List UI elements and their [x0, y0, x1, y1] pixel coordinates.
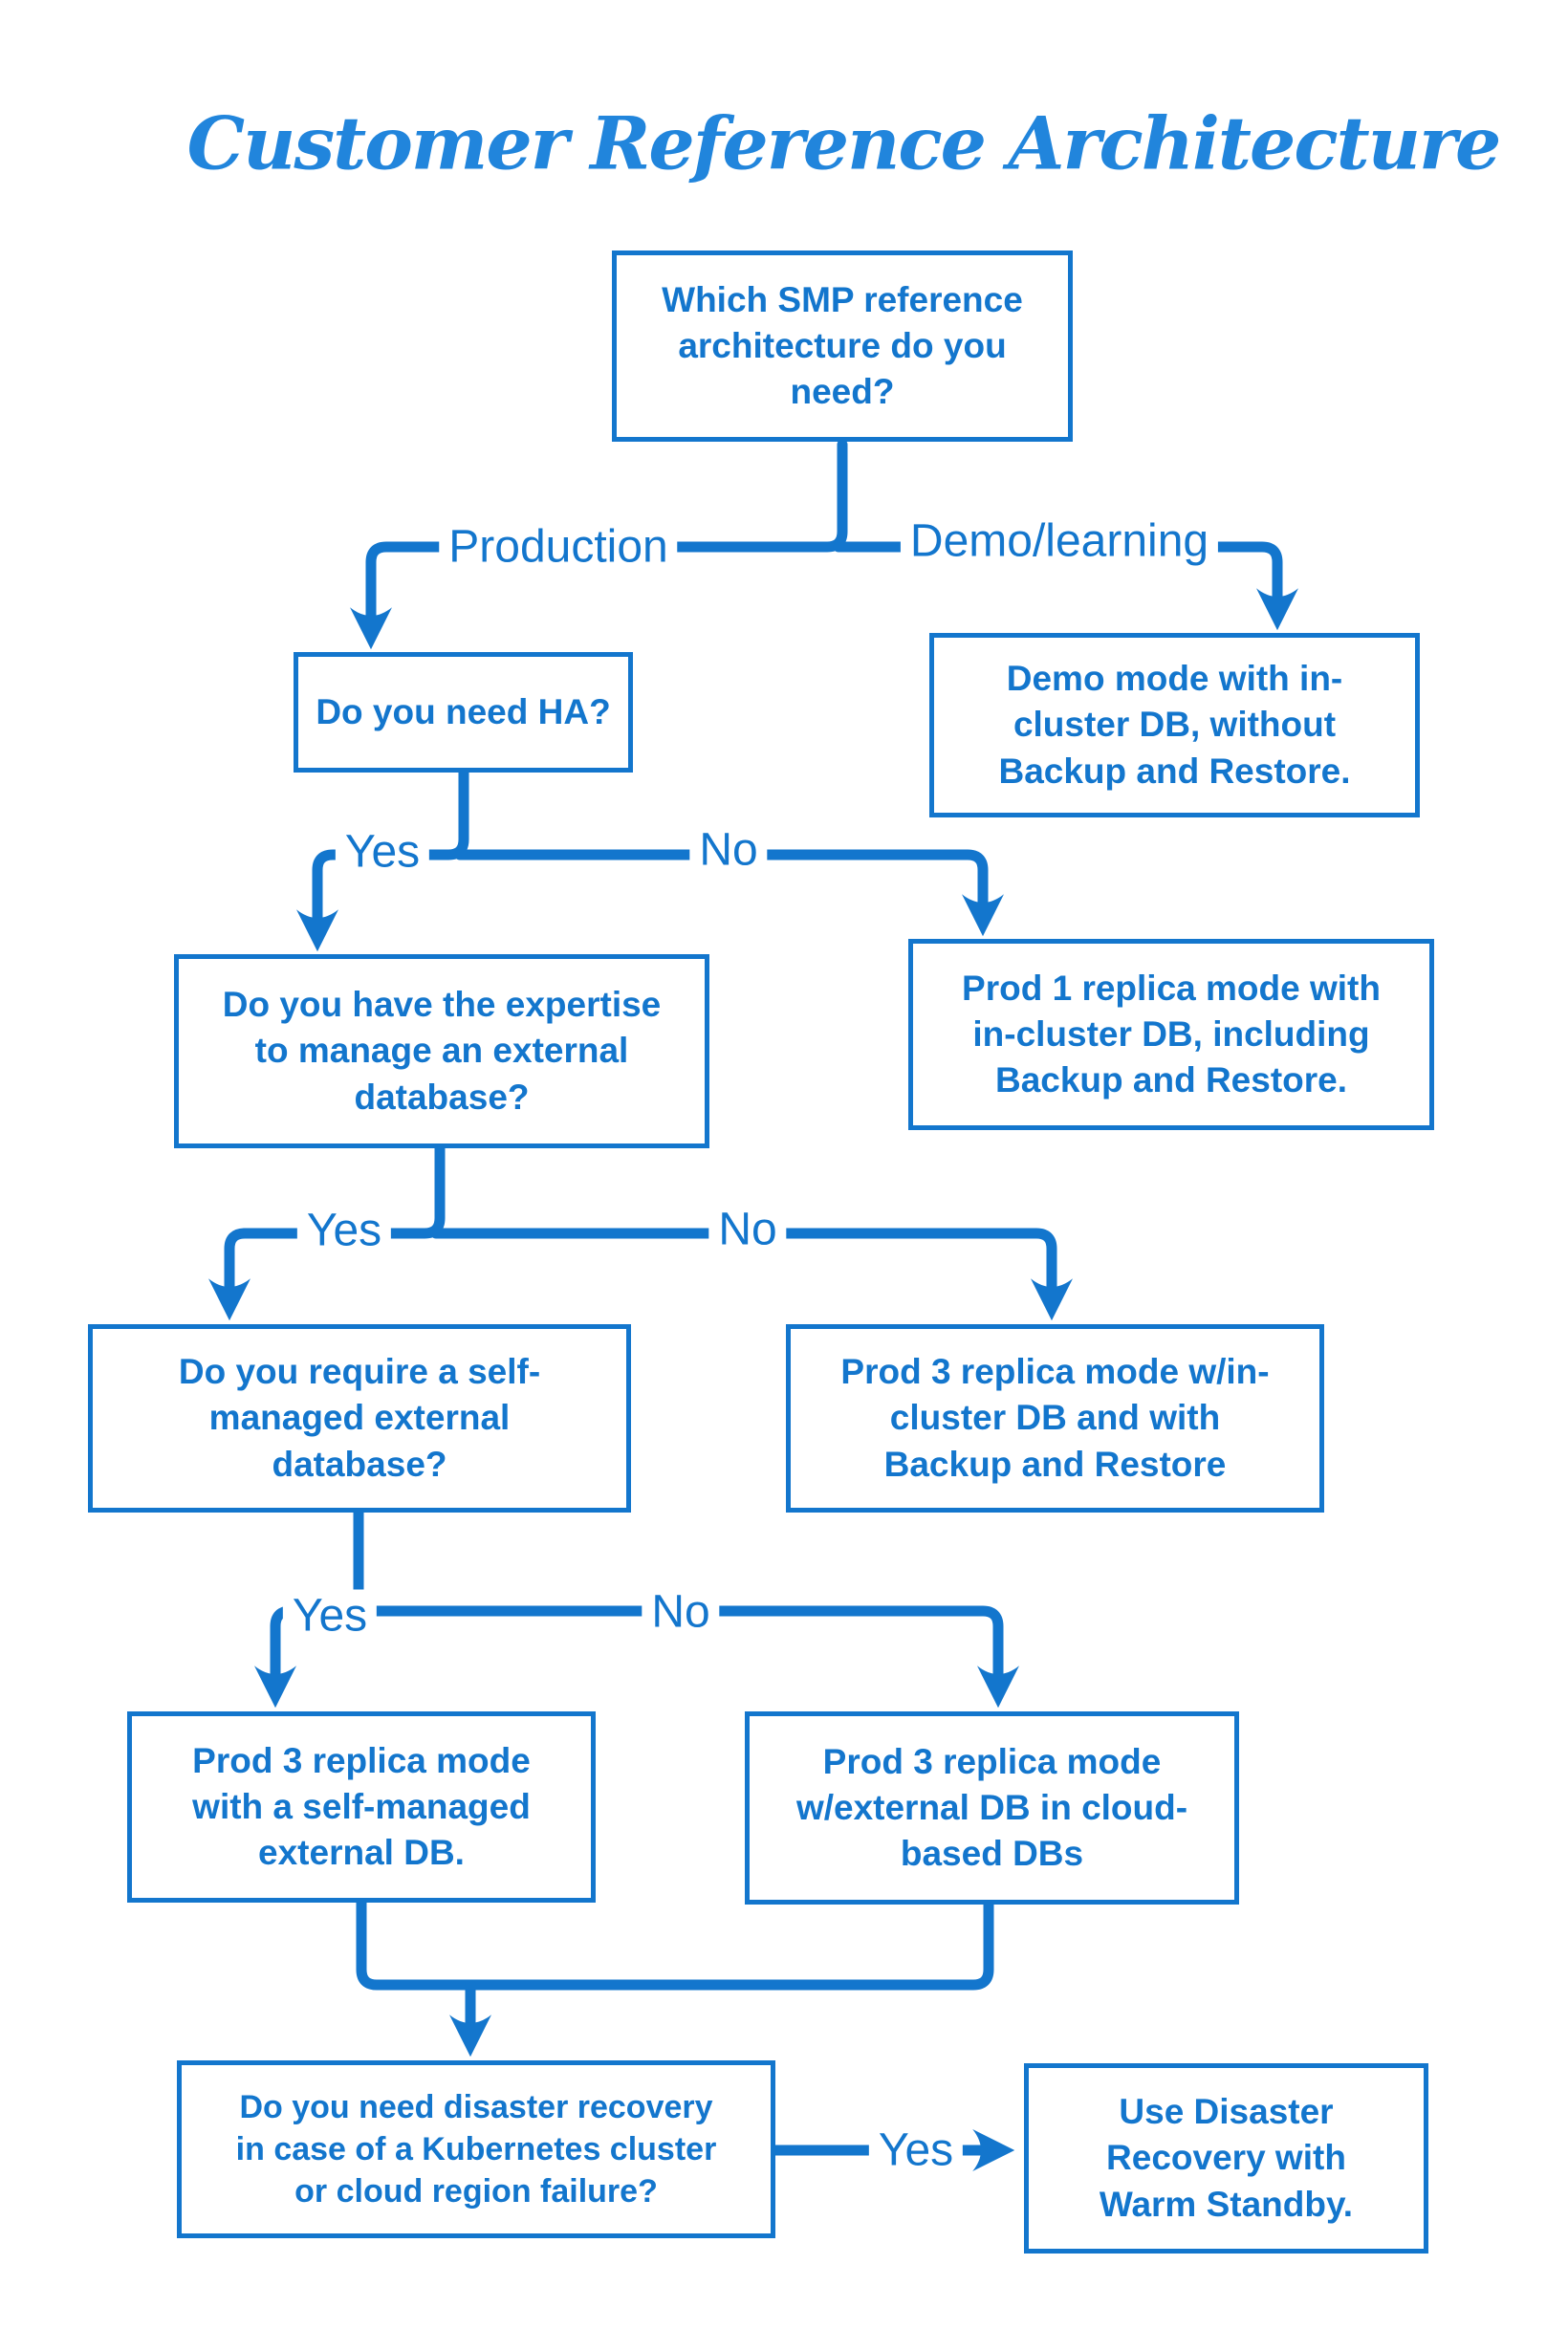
node-outcome-demo-mode: Demo mode with in- cluster DB, without B… [929, 633, 1420, 817]
edge-ha-no [454, 849, 1004, 937]
edge-root-to-demo [833, 541, 1298, 631]
node-question-self-managed-db: Do you require a self- managed external … [88, 1324, 631, 1513]
node-question-disaster-recovery: Do you need disaster recovery in case of… [177, 2060, 775, 2238]
node-question-need-ha: Do you need HA? [294, 652, 633, 773]
edge-label-ha-yes: Yes [335, 825, 430, 879]
node-outcome-prod3-cloud-db: Prod 3 replica mode w/external DB in clo… [745, 1711, 1239, 1905]
edge-label-expertise-no: No [708, 1203, 787, 1256]
edge-label-expertise-yes: Yes [296, 1204, 392, 1257]
node-outcome-prod3-self-managed: Prod 3 replica mode with a self-managed … [127, 1711, 596, 1903]
node-question-root: Which SMP reference architecture do you … [612, 250, 1073, 442]
edge-label-ha-no: No [689, 823, 768, 877]
edge-label-demo-learning: Demo/learning [900, 514, 1219, 568]
node-question-db-expertise: Do you have the expertise to manage an e… [174, 954, 709, 1148]
edge-self-managed-no [349, 1605, 1019, 1709]
edge-label-self-managed-yes: Yes [282, 1589, 378, 1643]
edge-expertise-no [430, 1228, 1073, 1321]
edge-label-disaster-yes: Yes [868, 2123, 964, 2177]
edge-label-production: Production [439, 520, 678, 574]
edge-label-self-managed-no: No [642, 1585, 720, 1639]
edge-merge-join [356, 1897, 994, 1991]
node-outcome-prod1-replica: Prod 1 replica mode with in-cluster DB, … [908, 939, 1434, 1130]
node-outcome-warm-standby: Use Disaster Recovery with Warm Standby. [1024, 2063, 1428, 2254]
node-outcome-prod3-incluster: Prod 3 replica mode w/in- cluster DB and… [786, 1324, 1324, 1513]
flowchart-title: Customer Reference Architecture [186, 100, 1502, 186]
